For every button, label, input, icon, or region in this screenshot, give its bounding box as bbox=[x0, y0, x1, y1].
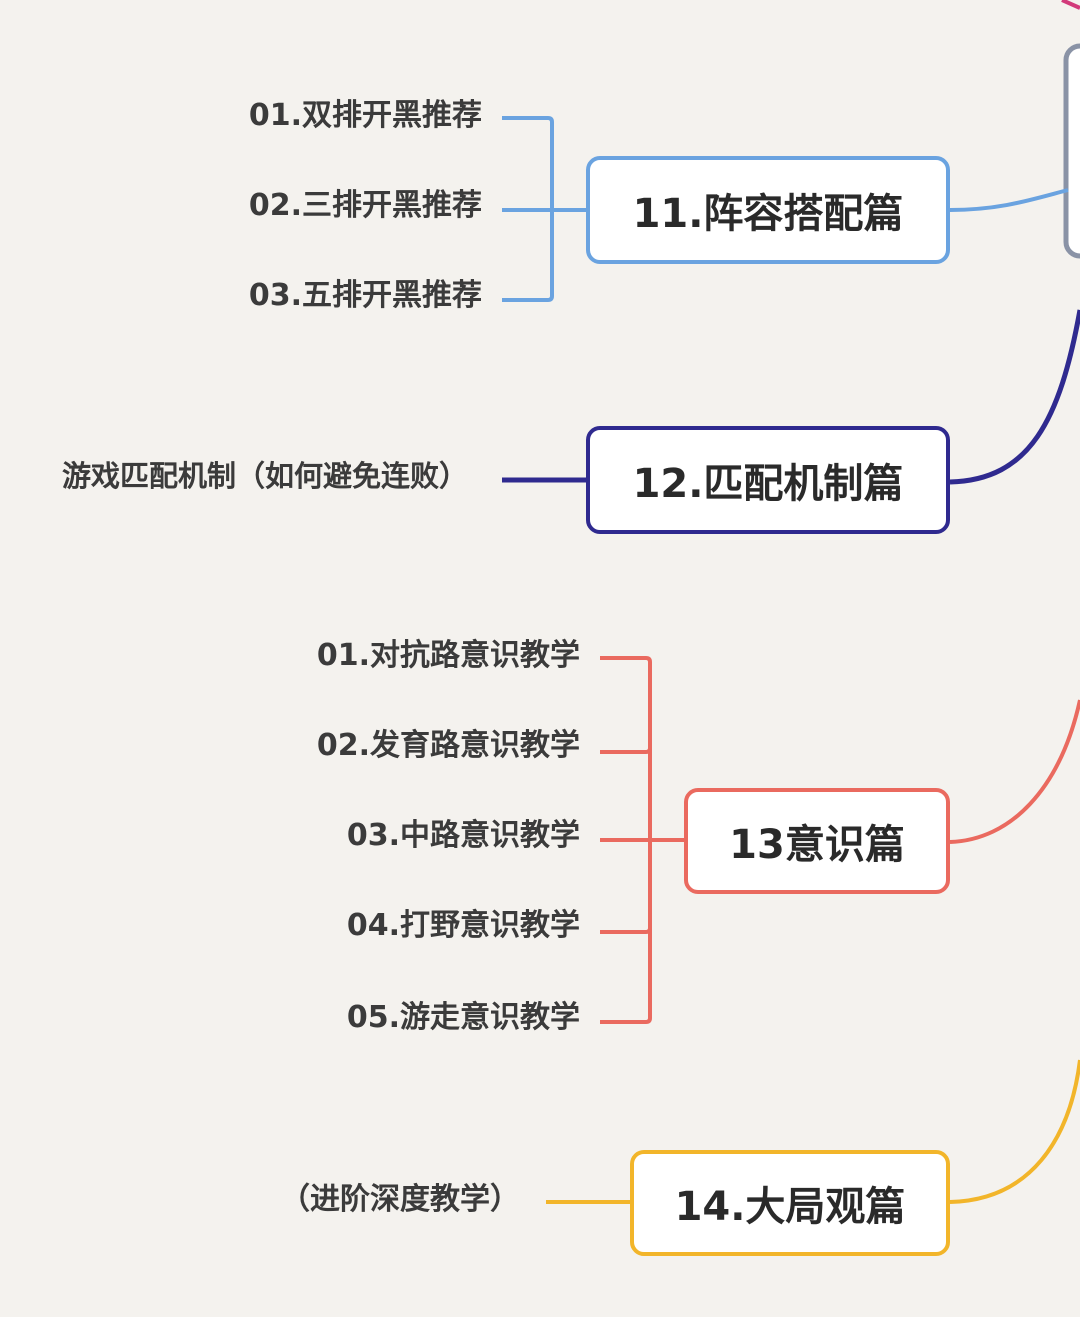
leaf-13-jungle[interactable]: 04.打野意识教学 bbox=[346, 908, 580, 943]
leaf-13-mid-lane[interactable]: 03.中路意识教学 bbox=[346, 818, 580, 853]
node-12-matchmaking[interactable]: 12.匹配机制篇 bbox=[586, 426, 950, 534]
leaf-13-clash-lane[interactable]: 01.对抗路意识教学 bbox=[316, 638, 580, 673]
branch-11-connectors bbox=[502, 116, 1069, 302]
root-node-edge bbox=[1063, 43, 1080, 259]
leaf-12-matchmaking[interactable]: 游戏匹配机制（如何避免连败） bbox=[61, 459, 468, 493]
leaf-13-roam[interactable]: 05.游走意识教学 bbox=[346, 1000, 580, 1035]
leaf-11-five[interactable]: 03.五排开黑推荐 bbox=[248, 278, 482, 313]
node-11-lineup[interactable]: 11.阵容搭配篇 bbox=[586, 156, 950, 264]
branch-12-connectors bbox=[502, 309, 1080, 485]
node-14-macro[interactable]: 14.大局观篇 bbox=[630, 1150, 950, 1256]
node-13-awareness[interactable]: 13意识篇 bbox=[684, 788, 950, 894]
leaf-11-duo[interactable]: 01.双排开黑推荐 bbox=[248, 98, 482, 133]
offscreen-branch-line bbox=[1061, 0, 1080, 10]
leaf-13-farm-lane[interactable]: 02.发育路意识教学 bbox=[316, 728, 580, 763]
branch-14-connectors bbox=[546, 1059, 1080, 1204]
branch-13-connectors bbox=[600, 656, 1080, 1024]
leaf-14-advanced[interactable]: （进阶深度教学） bbox=[280, 1182, 520, 1217]
leaf-11-trio[interactable]: 02.三排开黑推荐 bbox=[248, 188, 482, 223]
